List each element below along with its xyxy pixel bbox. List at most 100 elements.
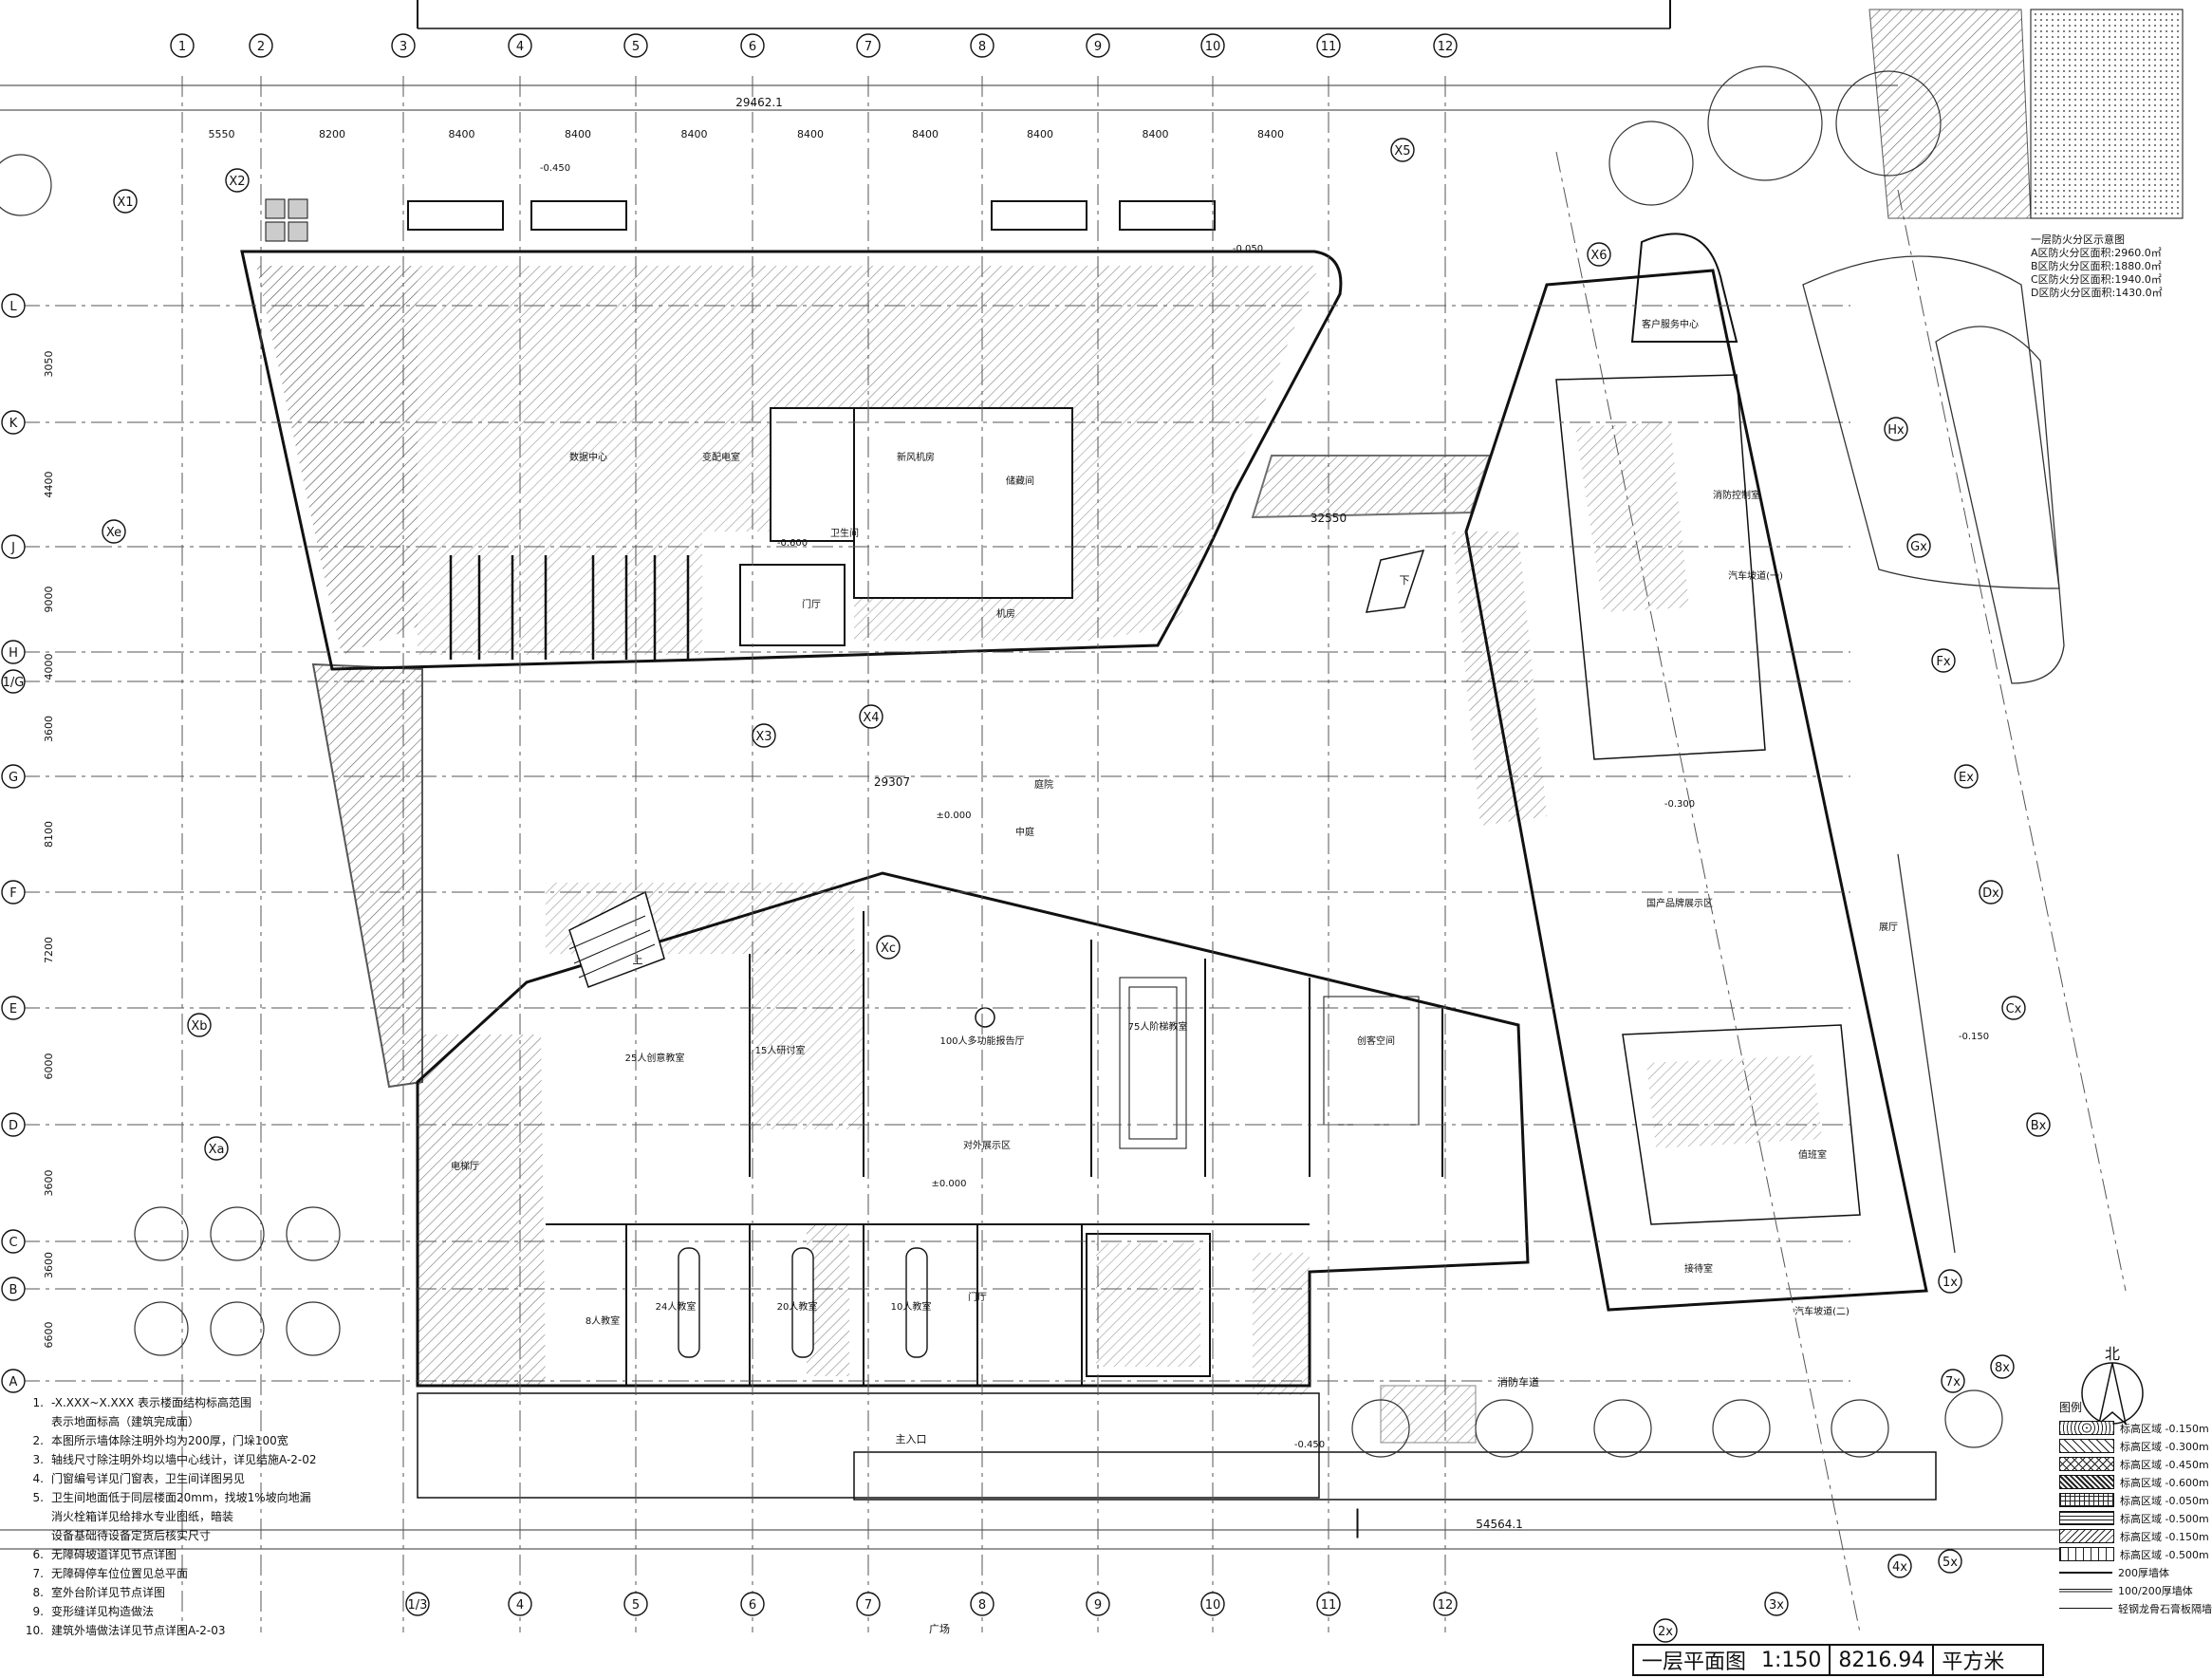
grid-right-bubble-label: Fx (1936, 655, 1950, 669)
grid-top-bubble: 10 (1200, 33, 1225, 58)
note-row: 表示地面标高（建筑完成面） (19, 1412, 427, 1431)
room-label: 中庭 (1015, 826, 1034, 838)
legend-swatch (2059, 1547, 2114, 1561)
loop-road (1802, 255, 2065, 1254)
grid-left-bubble: 1/G (1, 669, 26, 694)
legend-item: 标高区域 -0.050m (2059, 1491, 2209, 1509)
grid-special-bubble-label: X2 (229, 175, 245, 189)
room-label: 消防控制室 (1713, 489, 1760, 501)
elevation-mark: ±0.000 (936, 811, 971, 821)
grid-special-bubble-label: 1x (1942, 1276, 1958, 1290)
grid-special-bubble: X1 (113, 189, 138, 214)
grid-left-bubble: L (1, 293, 26, 318)
dim-left-span: 4400 (43, 472, 55, 498)
grid-left-bubble: E (1, 996, 26, 1020)
grid-left-bubble-label: 1/G (3, 676, 25, 690)
legend-swatch (2059, 1511, 2114, 1525)
grid-left-bubble: J (1, 534, 26, 559)
legend-swatch (2059, 1493, 2114, 1507)
keyplan-heading: 一层防火分区示意图 (2031, 233, 2125, 246)
note-text: 无障碍停车位位置见总平面 (51, 1567, 189, 1580)
grid-special-bubble-label: 7x (1945, 1375, 1961, 1389)
grid-bottom-bubble-label: 5 (632, 1598, 640, 1613)
grid-right-bubble: Ex (1954, 764, 1979, 789)
elevation-mark: -0.450 (540, 163, 570, 174)
dim-right-overall: 54564.1 (1476, 1518, 1523, 1531)
grid-left-bubble: A (1, 1369, 26, 1393)
room-label: 值班室 (1798, 1148, 1827, 1161)
dim-left-span: 6600 (43, 1322, 55, 1349)
dim-mid-1: 29307 (874, 775, 910, 789)
grid-right-bubble: Hx (1884, 417, 1908, 441)
dim-left-span: 6000 (43, 1053, 55, 1080)
room-label: 20人教室 (777, 1300, 818, 1313)
keyplan-notes: 一层防火分区示意图 A区防火分区面积:2960.0㎡ B区防火分区面积:1880… (2031, 233, 2192, 300)
room-label: 客户服务中心 (1642, 318, 1699, 330)
grid-special-bubble: 2x (1653, 1618, 1678, 1643)
grid-bottom-bubble: 5 (623, 1592, 648, 1616)
dim-top-span: 5550 (209, 128, 235, 140)
note-number: 1. (32, 1396, 44, 1409)
elevation-mark: -0.600 (777, 538, 808, 549)
drawing-area-unit: 平方米 (1942, 1650, 2005, 1674)
grid-top-bubble-label: 2 (257, 40, 265, 54)
grid-top-bubble: 7 (856, 33, 881, 58)
grid-special-bubble-label: 3x (1769, 1598, 1784, 1613)
grid-special-bubble: Xc (876, 935, 901, 960)
grid-special-bubble: 8x (1990, 1354, 2015, 1379)
elevation-mark: ±0.000 (931, 1179, 966, 1189)
dim-top-span: 8400 (449, 128, 475, 140)
note-row: 1.-X.XXX~X.XXX 表示楼面结构标高范围 (19, 1393, 427, 1412)
grid-bottom-bubble-label: 6 (749, 1598, 756, 1613)
legend-label: 标高区域 -0.300m (2120, 1440, 2209, 1453)
grid-bottom-bubble-label: 8 (978, 1598, 986, 1613)
grid-bottom-bubble: 4 (508, 1592, 532, 1616)
grid-left-bubble-label: B (9, 1283, 18, 1297)
note-number: 10. (25, 1624, 44, 1637)
grid-special-bubble-label: Xc (881, 942, 896, 956)
dim-top-overall: 29462.1 (735, 96, 783, 109)
room-label: 15人研讨室 (755, 1044, 806, 1056)
room-label: 展厅 (1879, 922, 1898, 933)
grid-top-bubble-label: 4 (516, 40, 524, 54)
room-label: 门厅 (968, 1291, 987, 1303)
dim-mid-2: 32550 (1310, 512, 1347, 525)
note-number (19, 1507, 44, 1526)
legend-item: 标高区域 -0.600m (2059, 1473, 2209, 1491)
note-row: 6.无障碍坡道详见节点详图 (19, 1545, 427, 1564)
sheet-border (0, 0, 2088, 1550)
legend-heading: 图例 (2059, 1401, 2083, 1414)
room-label: 电梯厅 (451, 1160, 479, 1172)
grid-special-bubble-label: 5x (1942, 1556, 1958, 1570)
dim-top-span: 8400 (797, 128, 824, 140)
room-label: 对外展示区 (963, 1139, 1011, 1151)
label-entrance: 主入口 (896, 1433, 927, 1445)
keyplan-line: C区防火分区面积:1940.0㎡ (2031, 273, 2162, 286)
note-number (19, 1412, 44, 1431)
room-label: 10人教室 (891, 1300, 932, 1313)
grid-special-bubble-label: X1 (117, 196, 133, 210)
grid-bottom-bubble: 10 (1200, 1592, 1225, 1616)
legend-item: 标高区域 -0.150m (2059, 1419, 2209, 1437)
dim-top-span: 8400 (565, 128, 591, 140)
drawing-area: 8216.94 (1838, 1648, 1925, 1672)
note-row: 4.门窗编号详见门窗表，卫生间详图另见 (19, 1469, 427, 1488)
grid-right-bubble: Gx (1906, 533, 1931, 558)
grid-bottom-bubble-label: 4 (516, 1598, 524, 1613)
grid-bottom-bubble: 8 (970, 1592, 994, 1616)
grid-top-bubble-label: 5 (632, 40, 640, 54)
note-text: 表示地面标高（建筑完成面） (51, 1415, 200, 1428)
grid-top-bubble-label: 8 (978, 40, 986, 54)
grid-top-bubble: 6 (740, 33, 765, 58)
legend-swatch (2059, 1529, 2114, 1543)
elevation-mark: -0.050 (1233, 244, 1263, 254)
grid-bottom-bubble: 9 (1086, 1592, 1110, 1616)
legend-item: 轻钢龙骨石膏板隔墙 (2059, 1599, 2212, 1617)
grid-special-bubble: X6 (1587, 242, 1611, 267)
grid-top-bubble-label: 3 (400, 40, 407, 54)
room-label: 25人创意教室 (625, 1052, 685, 1064)
room-label: 数据中心 (569, 451, 607, 463)
